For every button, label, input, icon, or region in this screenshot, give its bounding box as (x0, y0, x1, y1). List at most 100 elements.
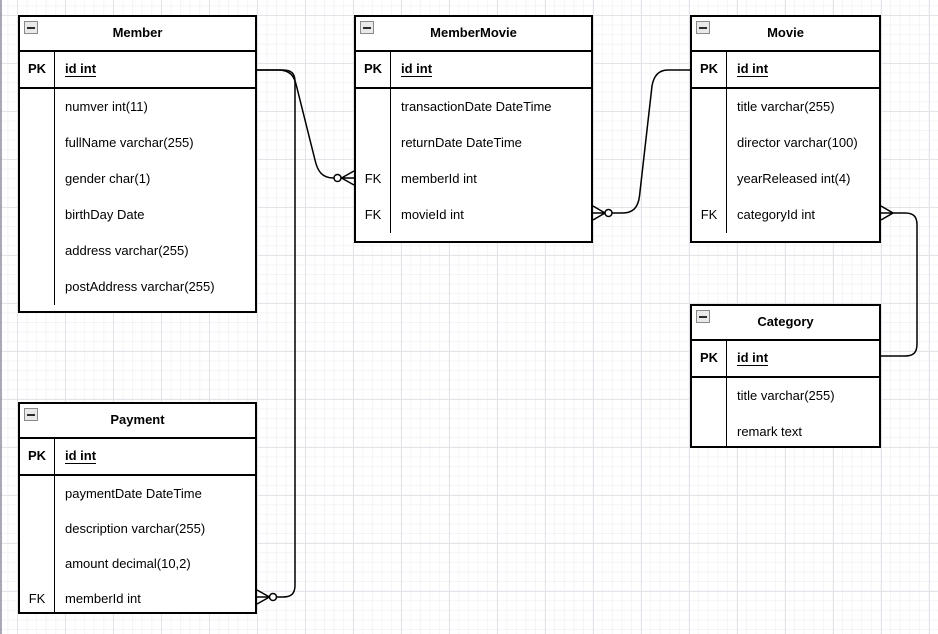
entity-field-row[interactable]: fullName varchar(255) (20, 125, 255, 161)
entity-pk-row[interactable]: PK id int (692, 341, 879, 378)
collapse-icon[interactable] (696, 21, 710, 34)
key-cell: FK (692, 197, 727, 233)
key-cell: FK (20, 581, 55, 612)
entity-field-row[interactable]: returnDate DateTime (356, 125, 591, 161)
field-label: movieId int (401, 207, 464, 222)
key-cell (20, 546, 55, 581)
minus-glyph (363, 26, 371, 29)
entity-field-row[interactable]: postAddress varchar(255) (20, 269, 255, 305)
entity-field-row[interactable]: amount decimal(10,2) (20, 546, 255, 581)
collapse-icon[interactable] (24, 408, 38, 421)
key-cell (692, 89, 727, 125)
field-label: id int (737, 350, 769, 365)
key-cell: PK (20, 439, 55, 474)
minus-glyph (27, 413, 35, 416)
key-cell (20, 125, 55, 161)
field-label: remark text (737, 424, 803, 439)
entity-field-row[interactable]: paymentDate DateTime (20, 476, 255, 511)
field-label: fullName varchar(255) (65, 135, 194, 150)
field-label: gender char(1) (65, 171, 151, 186)
key-cell (20, 89, 55, 125)
key-cell (20, 476, 55, 511)
relationship-movie-membermovie[interactable] (592, 69, 691, 221)
entity-field-row[interactable]: title varchar(255) (692, 378, 879, 414)
key-cell: PK (692, 341, 727, 376)
entity-field-row[interactable]: address varchar(255) (20, 233, 255, 269)
field-label: address varchar(255) (65, 243, 189, 258)
field-label: id int (401, 61, 433, 76)
relationship-category-movie[interactable] (880, 205, 918, 357)
field-label: postAddress varchar(255) (65, 279, 215, 294)
collapse-icon[interactable] (360, 21, 374, 34)
entity-field-row[interactable]: yearReleased int(4) (692, 161, 879, 197)
minus-glyph (699, 26, 707, 29)
relationship-line[interactable] (881, 212, 918, 357)
field-label: paymentDate DateTime (65, 486, 202, 501)
field-label: memberId int (65, 591, 141, 606)
field-label: memberId int (401, 171, 477, 186)
entity-field-row[interactable]: gender char(1) (20, 161, 255, 197)
relationship-line[interactable] (612, 69, 691, 214)
entity-title-row: Payment (20, 404, 255, 439)
row-pad-spacer (692, 233, 879, 241)
entity-pk-row[interactable]: PK id int (692, 52, 879, 89)
entity-field-row[interactable]: FK movieId int (356, 197, 591, 233)
row-pad-spacer (356, 233, 591, 241)
field-label: transactionDate DateTime (401, 99, 552, 114)
field-label: id int (737, 61, 769, 76)
entity-field-row[interactable]: remark text (692, 414, 879, 446)
key-cell (20, 511, 55, 546)
entity-field-row[interactable]: FK categoryId int (692, 197, 879, 233)
key-cell (692, 125, 727, 161)
key-cell (20, 197, 55, 233)
field-label: returnDate DateTime (401, 135, 522, 150)
key-cell: FK (356, 197, 391, 233)
field-label: title varchar(255) (737, 99, 835, 114)
entity-field-row[interactable]: director varchar(100) (692, 125, 879, 161)
entity-field-row[interactable]: numver int(11) (20, 89, 255, 125)
relationship-line[interactable] (257, 69, 334, 179)
zero-cardinality-circle-icon (604, 208, 613, 218)
entity-field-row[interactable]: birthDay Date (20, 197, 255, 233)
entity-field-row[interactable]: FK memberId int (20, 581, 255, 612)
key-cell (692, 414, 727, 446)
relationship-line[interactable] (257, 69, 296, 598)
minus-glyph (699, 315, 707, 318)
relationship-member-payment[interactable] (256, 69, 296, 605)
crow-foot-many-icon (880, 205, 894, 221)
crow-foot-many-icon (592, 205, 606, 221)
crow-foot-many-icon (256, 589, 270, 605)
key-cell (20, 269, 55, 305)
entity-field-row[interactable]: description varchar(255) (20, 511, 255, 546)
relationship-member-membermovie[interactable] (257, 69, 355, 186)
entity-title-row: Movie (692, 17, 879, 52)
entity-title: Movie (767, 25, 804, 40)
collapse-icon[interactable] (696, 310, 710, 323)
key-cell: PK (692, 52, 727, 87)
key-cell (356, 89, 391, 125)
zero-cardinality-circle-icon (268, 592, 278, 602)
collapse-icon[interactable] (24, 21, 38, 34)
field-label: description varchar(255) (65, 521, 206, 536)
entity-title-row: Member (20, 17, 255, 52)
field-label: categoryId int (737, 207, 816, 222)
key-cell (692, 161, 727, 197)
field-label: birthDay Date (65, 207, 145, 222)
entity-field-row[interactable]: title varchar(255) (692, 89, 879, 125)
field-label: yearReleased int(4) (737, 171, 851, 186)
entity-field-row[interactable]: transactionDate DateTime (356, 89, 591, 125)
entity-title: Payment (110, 412, 165, 427)
entity-title-row: Category (692, 306, 879, 341)
zero-cardinality-circle-icon (333, 173, 342, 183)
key-cell (20, 161, 55, 197)
